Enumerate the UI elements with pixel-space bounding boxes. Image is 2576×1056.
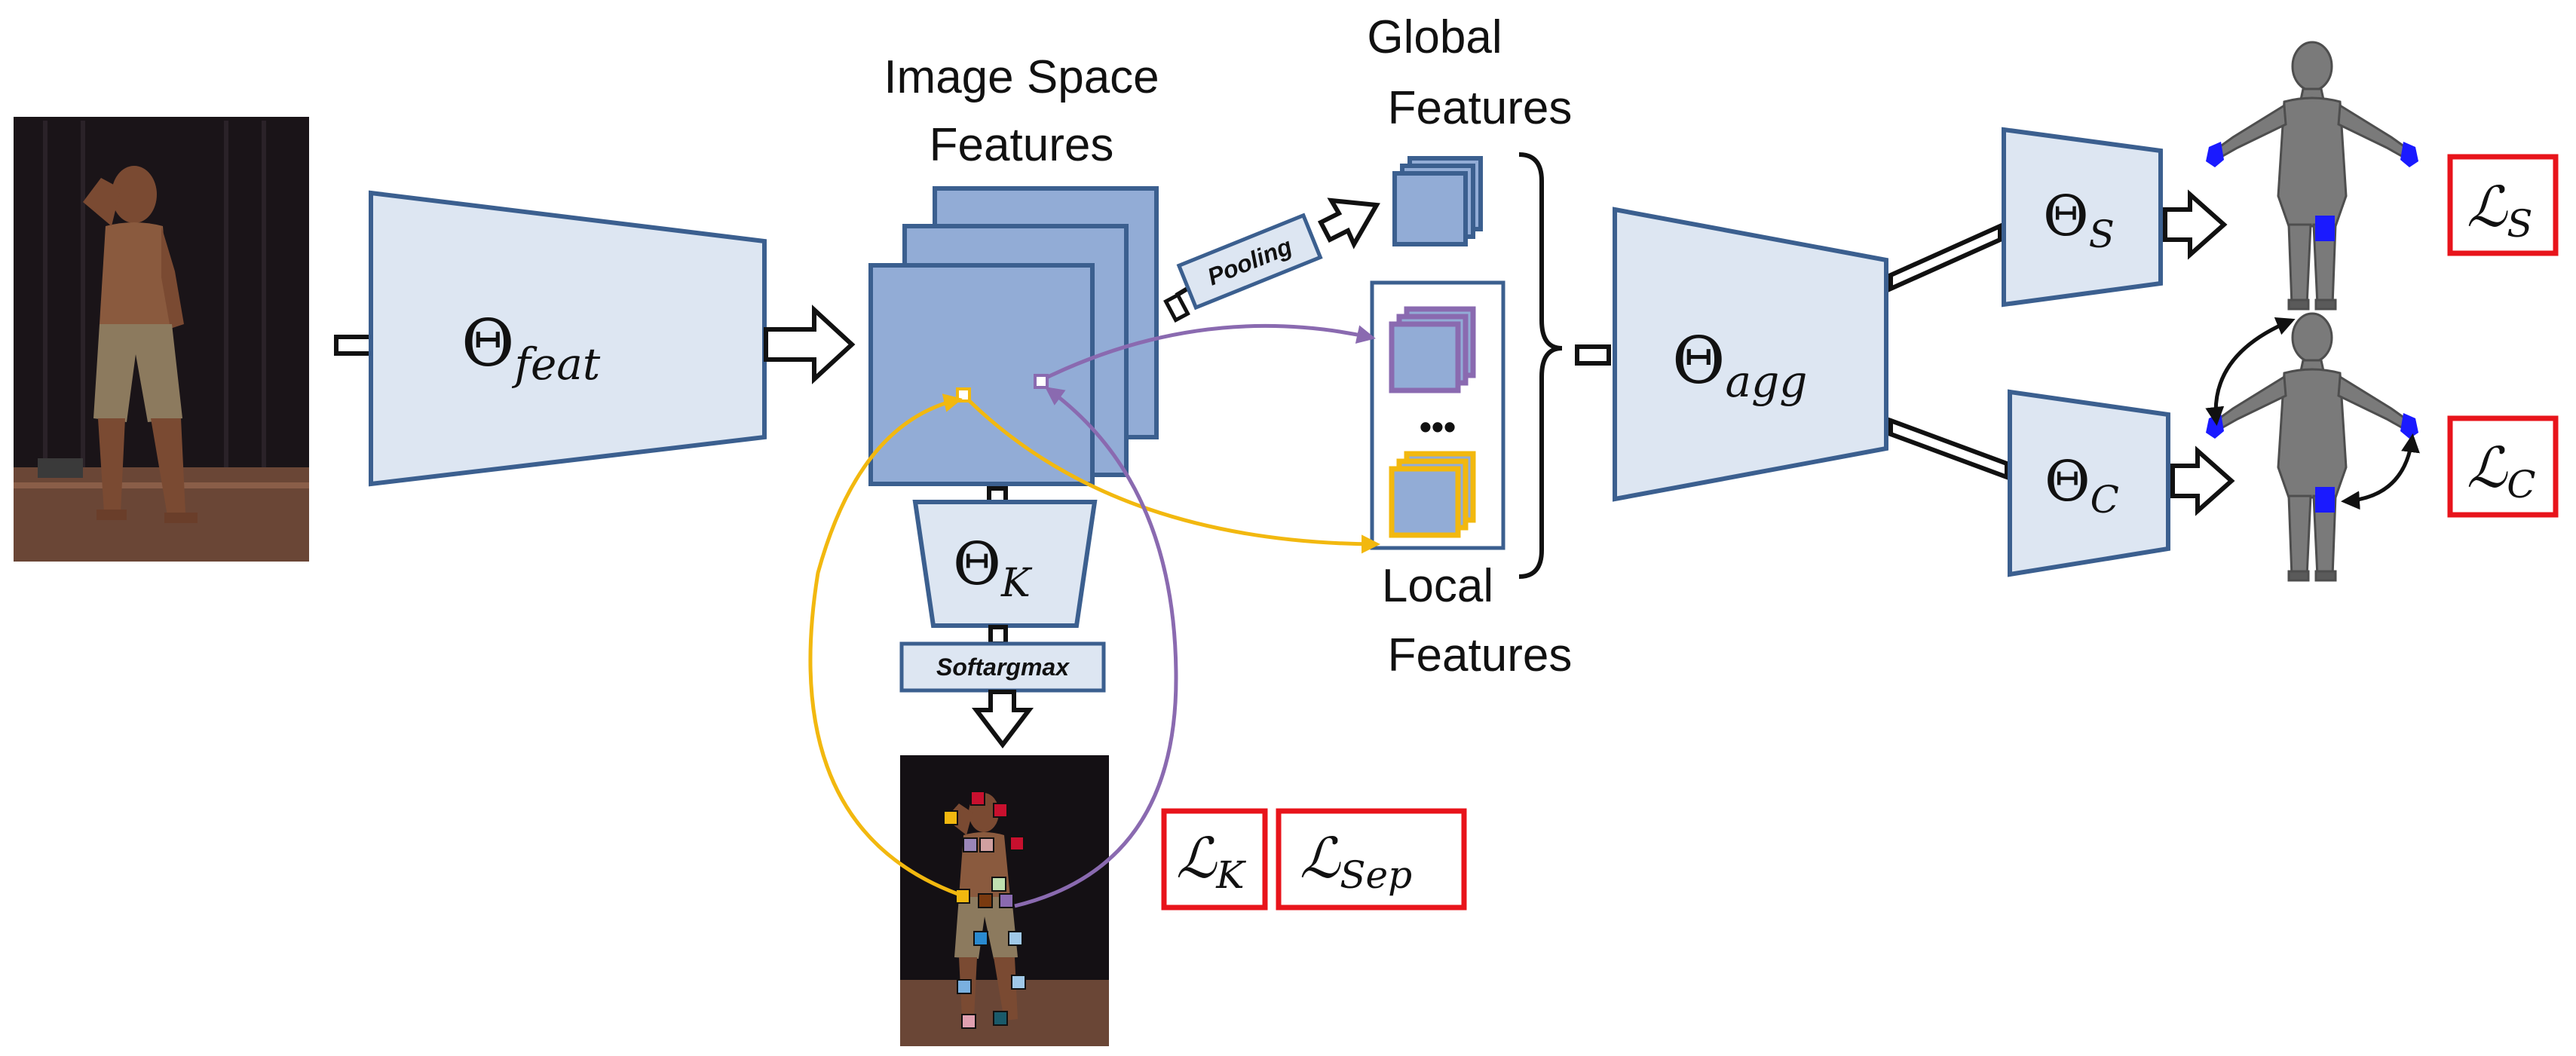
feat-output-arrow bbox=[764, 305, 856, 384]
loss-shape-box bbox=[2447, 154, 2559, 256]
softargmax-output-arrow bbox=[971, 690, 1034, 748]
shape-output-arrow bbox=[2163, 189, 2228, 260]
pooling-module: Pooling bbox=[1176, 213, 1323, 311]
consistency-arrow-left bbox=[2205, 317, 2296, 426]
keypoint-photo bbox=[900, 755, 1109, 1046]
consistency-output-arrow bbox=[2170, 445, 2235, 516]
keypoint-module bbox=[912, 500, 1098, 628]
global-features-title: Global bbox=[1367, 11, 1502, 63]
softargmax-input-arrow bbox=[988, 625, 1008, 646]
aggregate-input-arrow bbox=[1575, 344, 1611, 366]
loss-separation-label: ℒSep bbox=[1300, 826, 1412, 897]
purple-keypoint-curve bbox=[1014, 387, 1178, 908]
loss-separation-box bbox=[1276, 808, 1467, 911]
purple-local-curve bbox=[1046, 323, 1376, 379]
aggregator-label: Θagg bbox=[1672, 323, 1807, 407]
loss-consistency-label: ℒC bbox=[2467, 436, 2536, 507]
keypoint-module-label: ΘK bbox=[953, 531, 1033, 606]
local-features-title: Local bbox=[1382, 560, 1493, 612]
image-space-feature-stack bbox=[868, 186, 1159, 486]
local-features-ellipsis: ••• bbox=[1420, 407, 1456, 446]
consistency-highlights bbox=[2206, 413, 2418, 513]
input-photo bbox=[14, 117, 309, 562]
shape-module bbox=[2002, 127, 2163, 308]
softargmax-module bbox=[899, 641, 1106, 693]
local-feature-yellow bbox=[1389, 451, 1476, 538]
image-space-features-title-2: Features bbox=[930, 119, 1114, 171]
feature-extractor-label: Θfeat bbox=[461, 306, 601, 390]
keypoint-location-yellow bbox=[956, 387, 971, 403]
yellow-keypoint-curve bbox=[808, 393, 963, 898]
consistency-arrow-right bbox=[2341, 433, 2420, 510]
local-features-title-2: Features bbox=[1388, 629, 1573, 681]
body-mesh-shape bbox=[2207, 41, 2418, 311]
consistency-module bbox=[2008, 389, 2170, 577]
loss-consistency-box bbox=[2447, 415, 2559, 518]
global-feature-stack bbox=[1392, 156, 1483, 246]
agg-to-shape-connector bbox=[1888, 222, 2002, 292]
feature-brace bbox=[1518, 152, 1563, 579]
softargmax-label: Softargmax bbox=[936, 653, 1070, 681]
shape-module-label: ΘS bbox=[2043, 184, 2115, 256]
consistency-module-label: ΘC bbox=[2045, 449, 2119, 522]
input-arrow bbox=[334, 335, 373, 356]
pooling-arrow bbox=[1317, 197, 1380, 249]
loss-keypoint-box bbox=[1161, 808, 1268, 911]
agg-to-consistency-connector bbox=[1888, 417, 2009, 481]
keypoint-location-purple bbox=[1034, 374, 1049, 389]
local-feature-purple bbox=[1389, 306, 1476, 393]
loss-shape-label: ℒS bbox=[2467, 175, 2533, 246]
feature-extractor-module bbox=[369, 190, 767, 487]
aggregator-module bbox=[1613, 207, 1888, 502]
global-features-title-2: Features bbox=[1388, 82, 1573, 134]
shape-highlights bbox=[2206, 142, 2418, 241]
loss-keypoint-label: ℒK bbox=[1176, 826, 1246, 897]
image-space-features-title: Image Space bbox=[884, 51, 1159, 103]
